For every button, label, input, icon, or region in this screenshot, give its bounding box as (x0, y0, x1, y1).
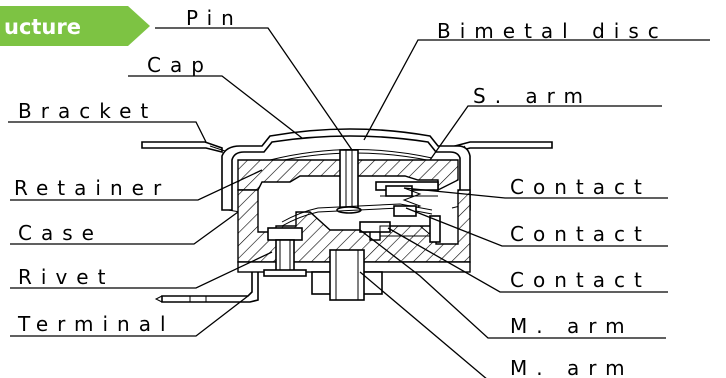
label-bracket: Bracket (18, 99, 157, 123)
leader-contact-3 (387, 227, 668, 293)
leader-lines (8, 27, 710, 378)
label-s-arm: S. arm (473, 84, 592, 108)
banner-text: ucture (4, 15, 81, 39)
s-arm-contacts (375, 181, 441, 243)
leader-retainer (10, 169, 263, 201)
leader-contact-1 (403, 187, 668, 199)
label-contact-2: Contact (510, 222, 651, 246)
leader-bracket (8, 121, 207, 143)
m-arm-part (281, 203, 433, 223)
label-m-arm-2: M. arm (510, 356, 634, 378)
label-terminal: Terminal (17, 312, 175, 336)
leader-m-arm-1 (359, 229, 666, 339)
labels: Pin Bimetal disc Cap S. arm Bracket Reta… (14, 6, 668, 378)
label-cap: Cap (147, 53, 213, 77)
thermostat-cross-section (141, 128, 553, 303)
leader-rivet (10, 251, 273, 289)
leader-terminal (10, 295, 249, 337)
label-rivet: Rivet (18, 265, 114, 289)
bottom-boss (311, 249, 383, 301)
banner-shape (0, 6, 150, 46)
leader-s-arm (429, 105, 662, 161)
label-pin: Pin (186, 6, 243, 30)
leader-case (10, 211, 239, 245)
label-case: Case (18, 221, 103, 245)
rivet-part (263, 227, 307, 277)
section-banner: ucture (0, 6, 150, 46)
label-bimetal-disc: Bimetal disc (437, 19, 668, 43)
leader-cap (128, 75, 303, 139)
label-retainer: Retainer (14, 176, 170, 200)
leader-pin (155, 27, 353, 151)
label-contact-1: Contact (510, 175, 651, 199)
cap-part (221, 128, 471, 216)
leader-m-arm-2 (359, 271, 487, 378)
leader-contact-2 (405, 207, 668, 247)
label-contact-3: Contact (510, 268, 651, 292)
label-m-arm-1: M. arm (510, 314, 634, 338)
leader-bimetal (363, 39, 710, 141)
pin-part (336, 149, 362, 214)
